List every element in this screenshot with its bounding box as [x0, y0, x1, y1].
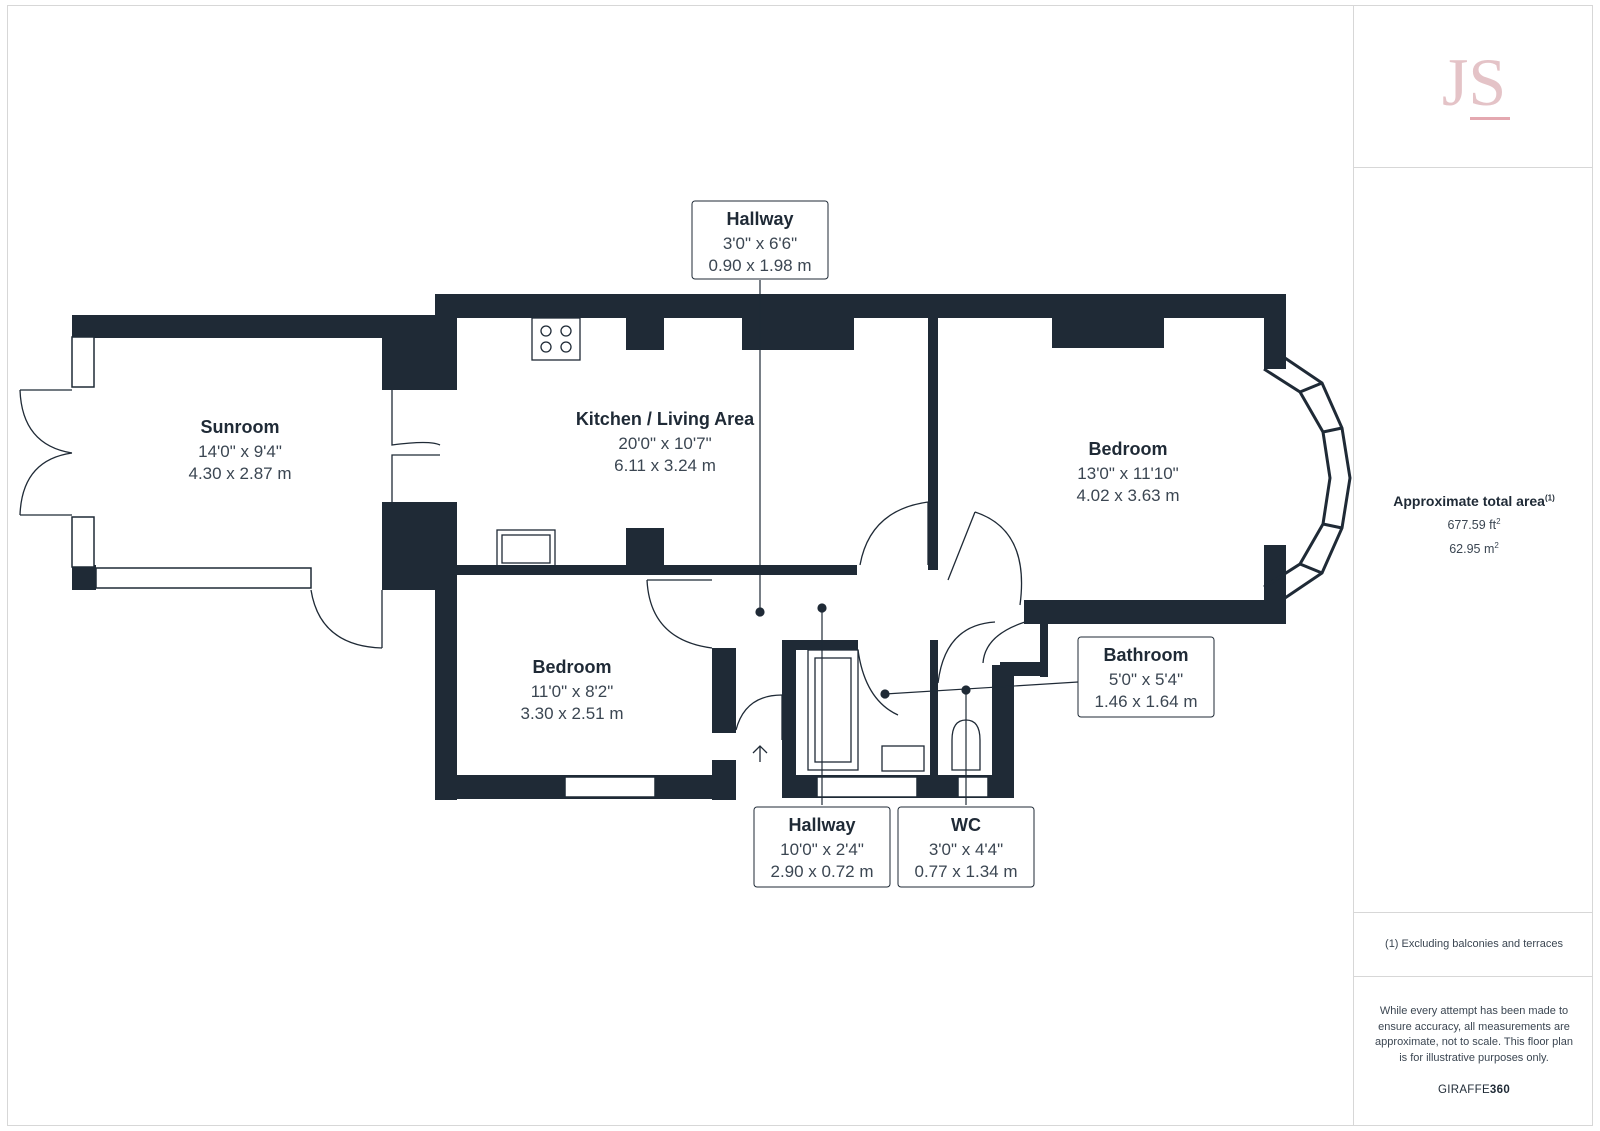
agency-logo: JS [1354, 35, 1594, 140]
svg-text:13'0" x 11'10": 13'0" x 11'10" [1077, 464, 1178, 483]
wall-bedroom-bottom [1024, 600, 1286, 624]
svg-text:3'0" x 4'4": 3'0" x 4'4" [929, 840, 1003, 859]
info-panel: JS Approximate total area(1) 677.59 ft2 … [1353, 5, 1593, 1126]
walls [72, 294, 1286, 800]
room-label-kitchen: Kitchen / Living Area 20'0" x 10'7" 6.11… [576, 409, 755, 475]
js-logo-icon: JS [1442, 44, 1510, 120]
panel-divider [1354, 976, 1593, 977]
room-label-bedroom-small: Bedroom 11'0" x 8'2" 3.30 x 2.51 m [520, 657, 623, 723]
total-area: Approximate total area(1) 677.59 ft2 62.… [1354, 493, 1594, 556]
brand-wordmark: GIRAFFE360 [1437, 1084, 1511, 1096]
svg-text:Bathroom: Bathroom [1104, 645, 1189, 665]
area-footnote: (1) Excluding balconies and terraces [1385, 938, 1563, 950]
svg-text:Hallway: Hallway [726, 209, 793, 229]
windows [71, 336, 989, 798]
svg-text:20'0" x 10'7": 20'0" x 10'7" [618, 434, 711, 453]
svg-text:Kitchen / Living Area: Kitchen / Living Area [576, 409, 755, 429]
wall-divider [928, 318, 938, 570]
room-label-bathroom: Bathroom 5'0" x 5'4" 1.46 x 1.64 m [1077, 636, 1215, 718]
total-area-m: 62.95 m2 [1449, 541, 1499, 557]
disclaimer: While every attempt has been made to ens… [1375, 1005, 1573, 1064]
room-label-wc: WC 3'0" x 4'4" 0.77 x 1.34 m [897, 806, 1035, 888]
svg-text:5'0" x 5'4": 5'0" x 5'4" [1109, 670, 1183, 689]
room-label-bedroom-main: Bedroom 13'0" x 11'10" 4.02 x 3.63 m [1076, 439, 1179, 505]
svg-text:2.90 x 0.72 m: 2.90 x 0.72 m [770, 862, 873, 881]
panel-divider [1354, 912, 1593, 913]
svg-text:Sunroom: Sunroom [201, 417, 280, 437]
svg-text:JS: JS [1442, 44, 1506, 120]
total-area-ft: 677.59 ft2 [1447, 517, 1501, 533]
svg-text:Bedroom: Bedroom [1088, 439, 1167, 459]
svg-text:Hallway: Hallway [788, 815, 855, 835]
panel-divider [1354, 167, 1593, 168]
svg-text:WC: WC [951, 815, 981, 835]
wall-pillar-upper [382, 315, 457, 390]
wall-kitchen-bottom [457, 565, 857, 575]
svg-text:3.30 x 2.51 m: 3.30 x 2.51 m [520, 704, 623, 723]
wall-top [435, 294, 1285, 318]
wall-bedroom2-left [435, 570, 457, 800]
page-frame [7, 5, 1593, 1126]
total-area-title: Approximate total area(1) [1393, 493, 1555, 509]
entry-arrow-icon [752, 745, 768, 762]
svg-text:6.11 x 3.24 m: 6.11 x 3.24 m [614, 456, 716, 475]
room-label-sunroom: Sunroom 14'0" x 9'4" 4.30 x 2.87 m [188, 417, 291, 483]
room-label-hallway-bottom: Hallway 10'0" x 2'4" 2.90 x 0.72 m [753, 806, 891, 888]
room-label-hallway-top: Hallway 3'0" x 6'6" 0.90 x 1.98 m [691, 200, 829, 280]
svg-text:4.02 x 3.63 m: 4.02 x 3.63 m [1076, 486, 1179, 505]
wall-sunroom-top [72, 315, 437, 338]
leader-lines [755, 280, 1079, 805]
svg-text:14'0" x 9'4": 14'0" x 9'4" [198, 442, 282, 461]
doors [19, 317, 1026, 772]
svg-text:Bedroom: Bedroom [532, 657, 611, 677]
svg-text:3'0" x 6'6": 3'0" x 6'6" [723, 234, 797, 253]
svg-text:4.30 x 2.87 m: 4.30 x 2.87 m [188, 464, 291, 483]
svg-text:1.46 x 1.64 m: 1.46 x 1.64 m [1094, 692, 1197, 711]
svg-text:11'0" x 8'2": 11'0" x 8'2" [531, 682, 614, 701]
svg-text:10'0" x 2'4": 10'0" x 2'4" [780, 840, 864, 859]
svg-text:0.90 x 1.98 m: 0.90 x 1.98 m [708, 256, 811, 275]
svg-text:0.77 x 1.34 m: 0.77 x 1.34 m [914, 862, 1017, 881]
